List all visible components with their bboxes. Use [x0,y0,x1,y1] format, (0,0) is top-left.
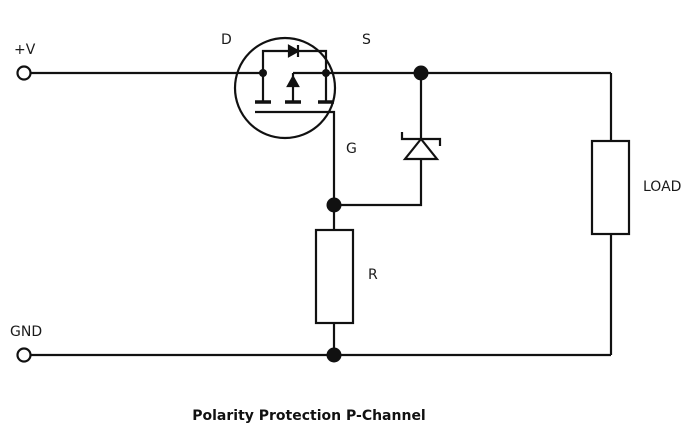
positive-terminal-label: +V [14,42,36,58]
resistor-label: R [368,267,378,283]
junction-gate-dot [326,197,342,213]
ground-terminal-label: GND [10,324,43,340]
junction-drain-dot [259,69,267,77]
ground-terminal [16,347,32,363]
drain-label: D [221,32,232,48]
junction-source-dot [322,69,330,77]
diagram-caption: Polarity Protection P-Channel [192,408,426,424]
load-resistor [590,139,631,236]
body-arrow-icon [286,74,300,88]
positive-terminal [16,65,32,81]
source-label: S [362,32,371,48]
junction-zener-top-dot [413,65,429,81]
resistor-r [314,228,355,325]
zener-wire-bottom [334,159,423,207]
gate-wire [255,110,336,205]
mosfet-body-circle [233,36,337,140]
zener-diode-triangle-icon [402,137,440,161]
body-diode-wire [261,49,328,73]
load-label: LOAD [643,179,682,195]
junction-gnd-dot [326,347,342,363]
gate-label: G [346,141,357,157]
body-diode-arrow-icon [287,44,301,58]
